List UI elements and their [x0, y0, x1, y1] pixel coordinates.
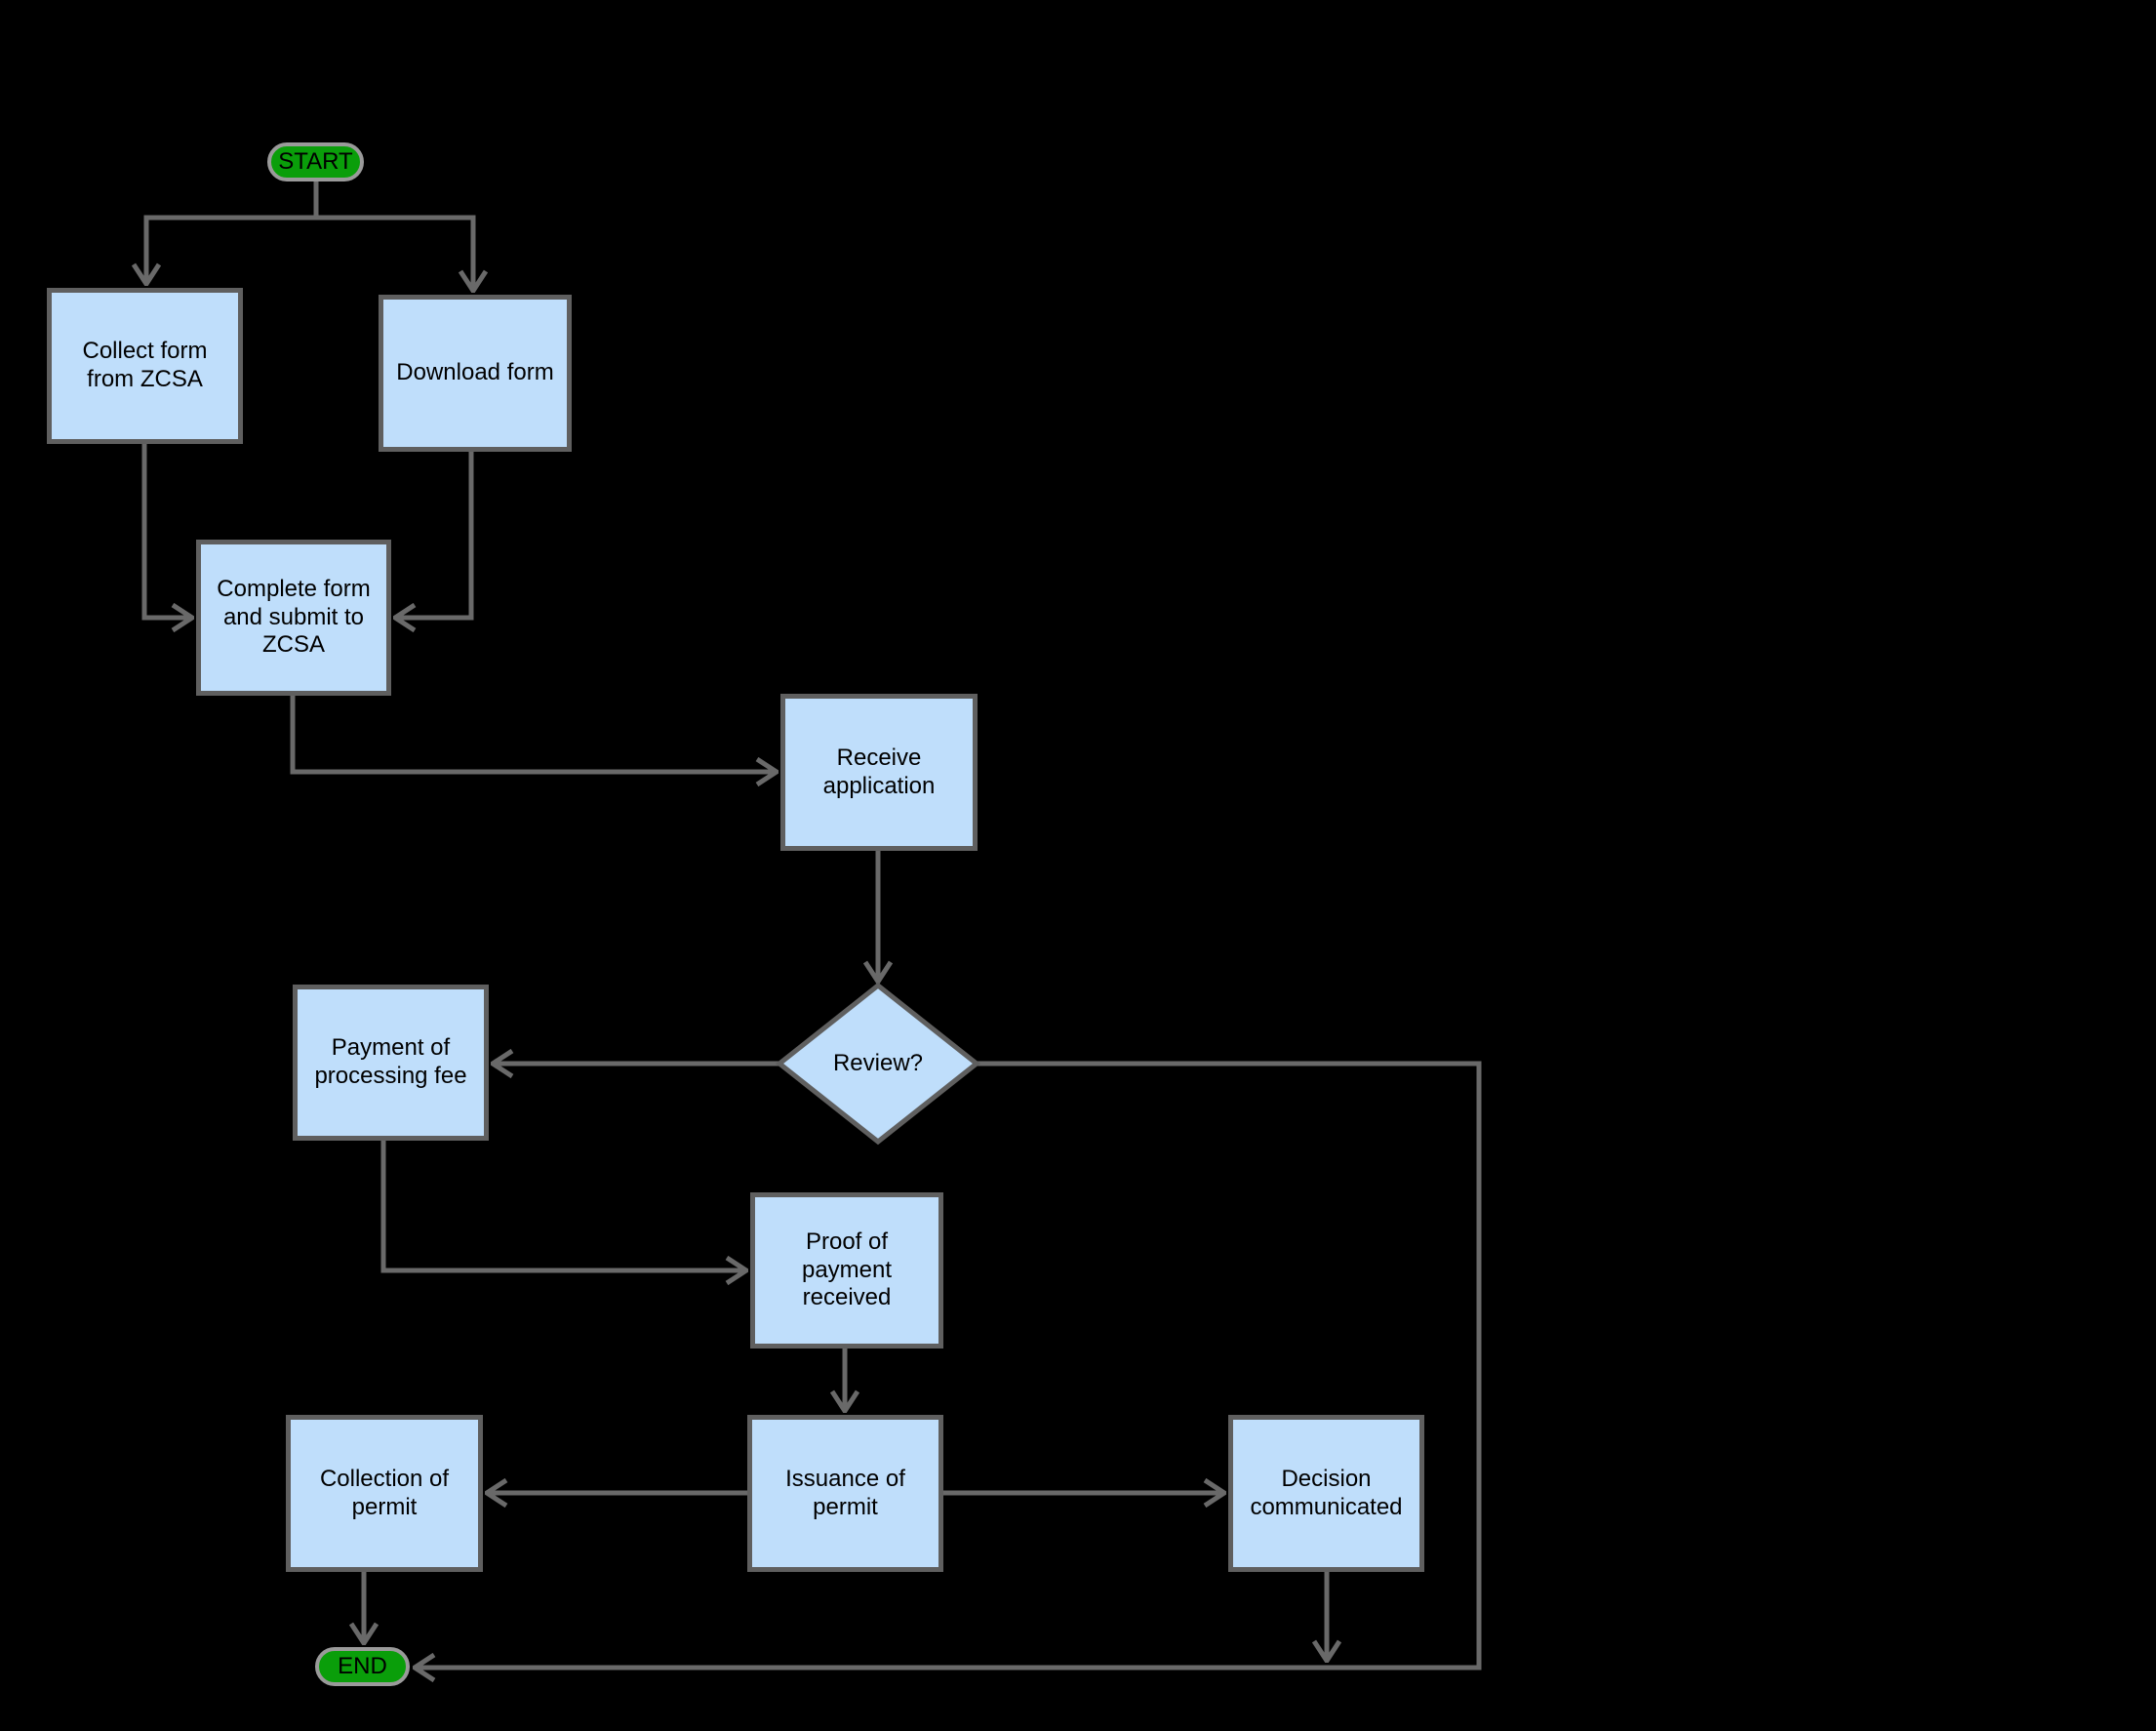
edge-review-to-end-feedback: [416, 1061, 1482, 1668]
node-decision-communicated-label: Decision communicated: [1250, 1465, 1403, 1520]
node-start-label: START: [278, 147, 353, 175]
node-complete-form[interactable]: Complete form and submit to ZCSA: [196, 540, 391, 696]
edge-download-form-to-complete-form: [396, 452, 474, 618]
node-receive-application-label: Receive application: [822, 744, 936, 799]
node-receive-application[interactable]: Receive application: [780, 694, 978, 851]
node-complete-form-label: Complete form and submit to ZCSA: [217, 575, 371, 659]
node-collection-permit-label: Collection of permit: [319, 1465, 450, 1520]
edge-start-to-download-form: [316, 215, 473, 290]
node-end-label: END: [338, 1652, 387, 1679]
node-collection-permit[interactable]: Collection of permit: [286, 1415, 483, 1572]
node-proof-payment-label: Proof of payment received: [801, 1228, 893, 1311]
edge-collect-form-to-complete-form: [141, 444, 191, 618]
node-proof-payment[interactable]: Proof of payment received: [750, 1192, 943, 1349]
node-payment-fee-label: Payment of processing fee: [314, 1034, 467, 1089]
node-collect-form[interactable]: Collect form from ZCSA: [47, 288, 243, 444]
node-review-decision-label: Review?: [832, 1049, 924, 1076]
node-download-form-label: Download form: [396, 359, 554, 386]
node-payment-fee[interactable]: Payment of processing fee: [293, 985, 489, 1141]
node-download-form[interactable]: Download form: [379, 295, 572, 452]
node-decision-communicated[interactable]: Decision communicated: [1228, 1415, 1424, 1572]
edge-start-to-collect-form: [146, 181, 319, 283]
node-review-decision[interactable]: Review?: [779, 1034, 977, 1093]
node-start[interactable]: START: [267, 142, 364, 181]
decision-diamond-shape[interactable]: [775, 982, 981, 1146]
node-end[interactable]: END: [315, 1647, 410, 1686]
node-collect-form-label: Collect form from ZCSA: [82, 338, 208, 392]
edge-payment-fee-to-proof-payment: [380, 1141, 745, 1270]
edge-complete-form-to-receive-application: [290, 696, 776, 772]
node-issuance-permit[interactable]: Issuance of permit: [747, 1415, 943, 1572]
node-issuance-permit-label: Issuance of permit: [785, 1465, 905, 1520]
